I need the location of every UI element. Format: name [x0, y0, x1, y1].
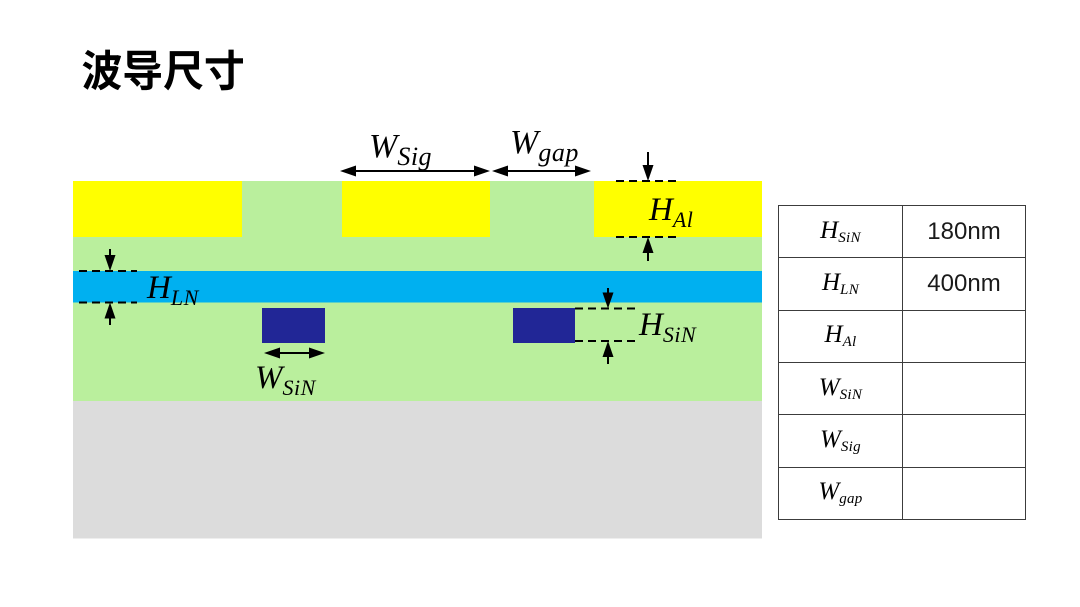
w-sig-arrow	[340, 165, 490, 177]
title-glyph-1	[82, 49, 122, 91]
param-label: Wgap	[818, 478, 863, 508]
arrowhead	[264, 347, 280, 359]
sin-waveguide-right	[513, 308, 575, 343]
table-row: HAl	[778, 309, 1026, 363]
label-h-ln: HLN	[147, 270, 199, 310]
electrode-signal	[342, 181, 490, 237]
param-cell: Wgap	[778, 466, 903, 521]
param-cell: HSiN	[778, 204, 903, 259]
table-row: HLN 400nm	[778, 257, 1026, 311]
arrowhead	[602, 292, 614, 309]
h-sin-annotation	[575, 288, 638, 364]
table-row: Wgap	[778, 466, 1026, 521]
sin-waveguide-left	[262, 308, 325, 343]
param-cell: WSig	[778, 414, 903, 468]
label-h-sin: HSiN	[639, 307, 697, 347]
arrowhead	[104, 255, 116, 271]
param-label: WSiN	[818, 373, 863, 403]
substrate-layer	[73, 401, 762, 539]
value-cell: 180nm	[902, 204, 1026, 259]
value-cell: 400nm	[902, 257, 1026, 311]
title-glyph-4	[205, 49, 243, 91]
title-glyph-3	[163, 51, 203, 91]
title-glyph-2	[124, 50, 161, 91]
page-title	[82, 49, 243, 91]
arrowhead	[642, 165, 654, 181]
value-cell	[902, 466, 1026, 521]
arrowhead	[309, 347, 325, 359]
param-label: HLN	[821, 268, 859, 298]
electrode-left	[73, 181, 242, 237]
param-label: HAl	[824, 321, 857, 351]
arrowhead	[492, 165, 508, 177]
arrowhead	[642, 237, 654, 253]
label-w-sig: WSig	[369, 128, 433, 171]
page-title-svg	[82, 49, 243, 91]
arrowhead	[575, 165, 591, 177]
w-sin-arrow	[264, 347, 325, 359]
param-cell: WSiN	[778, 361, 903, 416]
param-cell: HLN	[778, 257, 903, 311]
value-cell	[902, 414, 1026, 468]
dimension-annotations	[79, 152, 678, 364]
param-cell: HAl	[778, 309, 903, 363]
h-ln-annotation	[79, 249, 137, 325]
table-row: WSiN	[778, 361, 1026, 416]
label-w-sin: WSiN	[255, 360, 316, 400]
arrowhead	[104, 302, 116, 319]
h-al-annotation	[616, 152, 678, 261]
electrode-right	[594, 181, 762, 237]
w-gap-arrow	[492, 165, 591, 177]
table-row: HSiN 180nm	[778, 204, 1026, 259]
label-h-al: HAl	[649, 192, 694, 232]
value-cell	[902, 361, 1026, 416]
param-label: HSiN	[820, 216, 861, 246]
value-cell	[902, 309, 1026, 363]
parameter-table: HSiN 180nm HLN 400nm HAl WSiN WSig Wgap	[778, 204, 1026, 521]
param-label: WSig	[820, 425, 861, 455]
table-row: WSig	[778, 414, 1026, 468]
label-w-gap: Wgap	[510, 124, 579, 167]
arrowhead	[340, 165, 356, 177]
arrowhead	[474, 165, 490, 177]
ln-film-layer	[73, 271, 762, 303]
arrowhead	[602, 341, 614, 357]
